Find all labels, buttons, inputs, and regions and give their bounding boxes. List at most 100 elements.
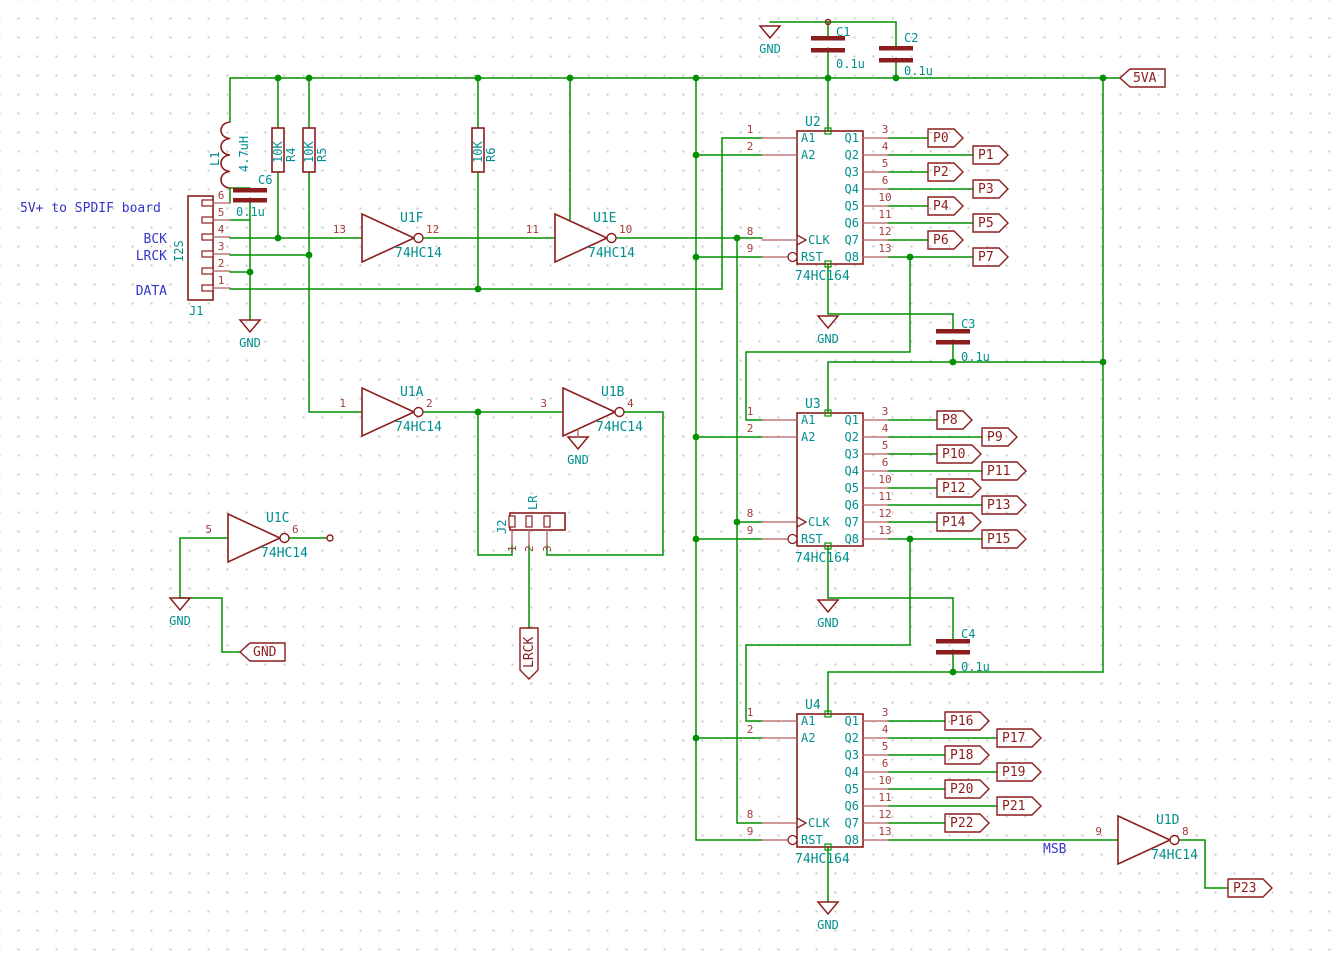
wire <box>308 254 363 413</box>
gnd-symbol[interactable]: GND <box>816 901 840 932</box>
flag-p18[interactable]: P18 <box>944 745 990 765</box>
pin-name: Q7 <box>845 515 859 529</box>
flag-p8[interactable]: P8 <box>936 410 973 430</box>
flag-outline <box>996 796 1042 816</box>
gnd-arrow-icon <box>816 901 840 916</box>
flag-label: P22 <box>950 816 973 831</box>
flag-p4[interactable]: P4 <box>927 196 964 216</box>
flag-p12[interactable]: P12 <box>936 478 982 498</box>
flag-p13[interactable]: P13 <box>981 495 1027 515</box>
connector-label: I2S <box>172 240 186 262</box>
ic-value: 74HC164 <box>795 852 850 867</box>
flag-p11[interactable]: P11 <box>981 461 1027 481</box>
resistor-body <box>471 127 485 173</box>
wire <box>721 137 763 290</box>
junction-dot <box>692 253 700 261</box>
flag-p0[interactable]: P0 <box>927 128 964 148</box>
flag-p10[interactable]: P10 <box>936 444 982 464</box>
gnd-arrow-icon <box>816 315 840 330</box>
pin-name: Q8 <box>845 833 859 847</box>
junction-dot <box>1099 74 1107 82</box>
flag-outline <box>519 627 539 680</box>
pin-number: 2 <box>218 257 225 270</box>
capacitor-c6[interactable]: C60.1u <box>233 173 272 219</box>
flag-p16[interactable]: P16 <box>944 711 990 731</box>
clock-marker-icon <box>796 817 808 829</box>
flag-p3[interactable]: P3 <box>972 179 1009 199</box>
gnd-symbol[interactable]: GND <box>238 319 262 350</box>
pin-number: 11 <box>878 490 891 503</box>
pin-number: 4 <box>627 397 634 410</box>
flag-p6[interactable]: P6 <box>927 230 964 250</box>
gnd-symbol[interactable]: GND <box>168 597 192 628</box>
ic-u2[interactable]: U274HC1641A12A28CLK9RST3Q14Q25Q36Q410Q51… <box>747 115 892 284</box>
flag-p22[interactable]: P22 <box>944 813 990 833</box>
flag-p23[interactable]: P23 <box>1227 878 1273 898</box>
flag-label: P12 <box>942 481 965 496</box>
flag-p2[interactable]: P2 <box>927 162 964 182</box>
net-label-lrck[interactable]: LRCK <box>136 249 167 264</box>
flag-gnd[interactable]: GND <box>239 642 286 662</box>
junction-dot <box>692 74 700 82</box>
flag-label: P5 <box>978 216 994 231</box>
gnd-symbol[interactable]: GND <box>758 25 782 56</box>
pin-number: 13 <box>333 223 346 236</box>
pin-notch <box>525 515 533 528</box>
capacitor-c4[interactable]: C40.1u <box>936 627 990 674</box>
ic-u4[interactable]: U474HC1641A12A28CLK9RST3Q14Q25Q36Q410Q51… <box>747 698 892 867</box>
gnd-symbol[interactable]: GND <box>566 436 590 467</box>
pin-number: 13 <box>878 825 891 838</box>
flag-p9[interactable]: P9 <box>981 427 1018 447</box>
pin-number: 10 <box>878 473 891 486</box>
flag-p1[interactable]: P1 <box>972 145 1009 165</box>
pin-number: 10 <box>878 191 891 204</box>
net-label-5v-to-spdif-board[interactable]: 5V+ to SPDIF board <box>20 201 161 216</box>
connector-ref: J2 <box>495 520 509 534</box>
flag-label: P13 <box>987 498 1010 513</box>
pin-name: Q6 <box>845 799 859 813</box>
net-label-msb[interactable]: MSB <box>1043 842 1067 857</box>
gnd-symbol[interactable]: GND <box>816 599 840 630</box>
ic-u3[interactable]: U374HC1641A12A28CLK9RST3Q14Q25Q36Q410Q51… <box>747 397 892 566</box>
resistor-body <box>302 127 316 173</box>
flag-p20[interactable]: P20 <box>944 779 990 799</box>
flag-p21[interactable]: P21 <box>996 796 1042 816</box>
flag-5va[interactable]: 5VA <box>1119 68 1166 88</box>
inverter-triangle <box>361 212 416 264</box>
gnd-symbol[interactable]: GND <box>816 315 840 346</box>
flag-p7[interactable]: P7 <box>972 247 1009 267</box>
ic-value: 74HC164 <box>795 269 850 284</box>
pin-name: Q2 <box>845 148 859 162</box>
gnd-arrow-icon <box>758 25 782 40</box>
capacitor-c2[interactable]: C20.1u <box>879 31 933 78</box>
net-label-data[interactable]: DATA <box>136 284 167 299</box>
flag-p19[interactable]: P19 <box>996 762 1042 782</box>
flag-p15[interactable]: P15 <box>981 529 1027 549</box>
net-label-bck[interactable]: BCK <box>144 232 168 247</box>
gate-value: 74HC14 <box>596 420 643 435</box>
capacitor-c3[interactable]: C30.1u <box>936 317 990 364</box>
flag-outline <box>972 213 1009 233</box>
flag-p14[interactable]: P14 <box>936 512 982 532</box>
pin-number: 1 <box>747 706 754 719</box>
cap-value: 0.1u <box>961 350 990 364</box>
flag-p17[interactable]: P17 <box>996 728 1042 748</box>
capacitor-c1[interactable]: C10.1u <box>811 25 865 71</box>
pin-number: 2 <box>747 723 754 736</box>
flag-p5[interactable]: P5 <box>972 213 1009 233</box>
flag-lrck[interactable]: LRCK <box>519 627 539 680</box>
pin-notch <box>201 284 214 292</box>
pin-number: 12 <box>878 808 891 821</box>
